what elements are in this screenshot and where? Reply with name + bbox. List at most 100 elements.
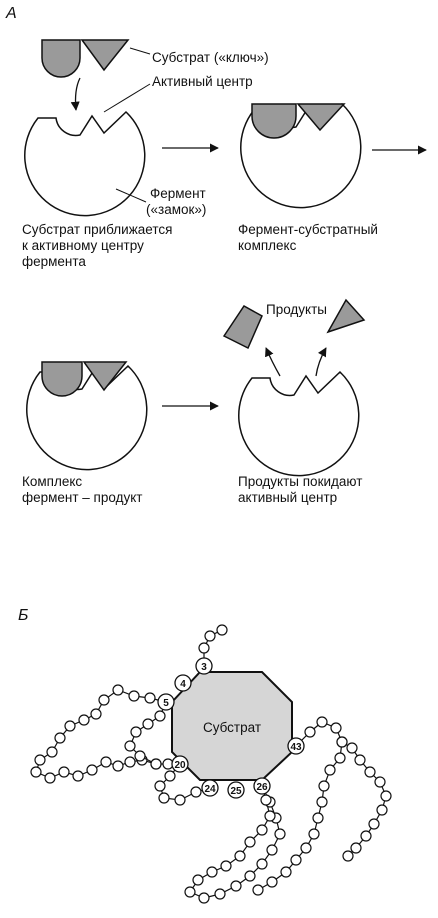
enzyme-1 [24, 110, 146, 217]
amino-acid-bead [206, 866, 218, 878]
amino-acid-bead [134, 750, 146, 762]
residue-25-label: 25 [230, 786, 242, 797]
caption-step4-line2: активный центр [238, 490, 337, 505]
amino-acid-bead [46, 746, 58, 758]
residue-5-label: 5 [163, 698, 169, 709]
amino-acid-bead [244, 836, 256, 848]
label-substrate-key: Субстрат («ключ») [152, 50, 269, 65]
substrate-triangle [80, 39, 130, 72]
amino-acid-bead [256, 858, 268, 870]
caption-step1-line1: Субстрат приближается [22, 222, 172, 237]
amino-acid-bead [216, 624, 228, 636]
caption-step3-line2: фермент – продукт [22, 490, 142, 505]
amino-acid-bead [244, 870, 256, 882]
amino-acid-bead [380, 790, 392, 802]
active-site-pointer-line [103, 83, 151, 113]
amino-acid-bead [124, 740, 136, 752]
amino-acid-bead [342, 850, 354, 862]
approach-arrow [70, 77, 81, 111]
amino-acid-bead [90, 708, 102, 720]
amino-acid-bead [198, 892, 210, 904]
amino-acid-bead [130, 726, 142, 738]
residue-43-label: 43 [290, 742, 302, 753]
amino-acid-bead [214, 888, 226, 900]
substrate-half-disc [41, 39, 81, 78]
amino-acid-bead [312, 812, 324, 824]
amino-acid-bead [150, 758, 162, 770]
section-a-letter: А [5, 5, 17, 22]
amino-acid-bead [266, 844, 278, 856]
product-half-disc-bound [41, 361, 83, 397]
amino-acid-bead [264, 810, 276, 822]
residue-24: 24 [201, 779, 219, 797]
amino-acid-bead [374, 776, 386, 788]
amino-acid-bead [174, 794, 186, 806]
amino-acid-bead [336, 736, 348, 748]
product-triangle-bound [82, 361, 128, 392]
amino-acid-bead [274, 828, 286, 840]
amino-acid-bead [330, 722, 342, 734]
amino-acid-bead [316, 716, 328, 728]
label-products: Продукты [266, 302, 327, 317]
residue-20: 20 [171, 755, 189, 773]
amino-acid-bead [184, 886, 196, 898]
amino-acid-bead [230, 880, 242, 892]
amino-acid-bead [304, 726, 316, 738]
residue-20-label: 20 [174, 760, 186, 771]
amino-acid-bead [256, 824, 268, 836]
caption-step3-line1: Комплекс [22, 474, 82, 489]
amino-acid-bead [72, 770, 84, 782]
amino-acid-bead [324, 764, 336, 776]
amino-acid-bead [34, 754, 46, 766]
amino-acid-bead [376, 804, 388, 816]
amino-acid-bead [204, 630, 216, 642]
residue-43: 43 [287, 737, 305, 755]
label-active-site: Активный центр [152, 74, 253, 89]
amino-acid-bead [252, 884, 264, 896]
amino-acid-bead [158, 792, 170, 804]
product-arrow-right [315, 347, 327, 377]
residue-5: 5 [157, 693, 175, 711]
label-enzyme-line1: Фермент [150, 186, 206, 201]
amino-acid-bead [64, 720, 76, 732]
amino-acid-bead [360, 830, 372, 842]
residue-25: 25 [227, 781, 245, 799]
residue-24-label: 24 [204, 784, 216, 795]
chain-link-5 [257, 721, 343, 891]
caption-step1-line2: к активному центру [22, 238, 144, 253]
amino-acid-bead [142, 718, 154, 730]
amino-acid-bead [308, 828, 320, 840]
amino-acid-bead [154, 710, 166, 722]
amino-acid-bead [124, 756, 136, 768]
amino-acid-bead [54, 732, 66, 744]
amino-acid-bead [78, 714, 90, 726]
amino-acid-bead [190, 786, 202, 798]
amino-acid-bead [318, 780, 330, 792]
amino-acid-bead [192, 874, 204, 886]
amino-acid-bead [220, 860, 232, 872]
caption-step1-line3: фермента [22, 254, 86, 269]
amino-acid-bead [290, 854, 302, 866]
bound-substrate-half-disc [251, 103, 297, 139]
amino-acid-bead [346, 742, 358, 754]
amino-acid-bead [354, 754, 366, 766]
amino-acid-bead [368, 818, 380, 830]
section-b-letter: Б [18, 607, 28, 624]
chain-link-0 [203, 629, 223, 666]
amino-acid-bead [198, 642, 210, 654]
amino-acid-bead [112, 760, 124, 772]
amino-acid-bead [316, 796, 328, 808]
amino-acid-bead [30, 766, 42, 778]
enzyme-4 [238, 370, 360, 477]
amino-acid-bead [86, 764, 98, 776]
residue-26: 26 [253, 777, 271, 795]
label-enzyme-line2: («замок») [146, 202, 206, 217]
amino-acid-bead [58, 766, 70, 778]
caption-step2-line1: Фермент-субстратный [238, 222, 378, 237]
amino-acid-bead [100, 756, 112, 768]
amino-acid-bead [128, 690, 140, 702]
amino-acid-bead [364, 766, 376, 778]
amino-acid-bead [154, 780, 166, 792]
residue-4: 4 [174, 674, 192, 692]
